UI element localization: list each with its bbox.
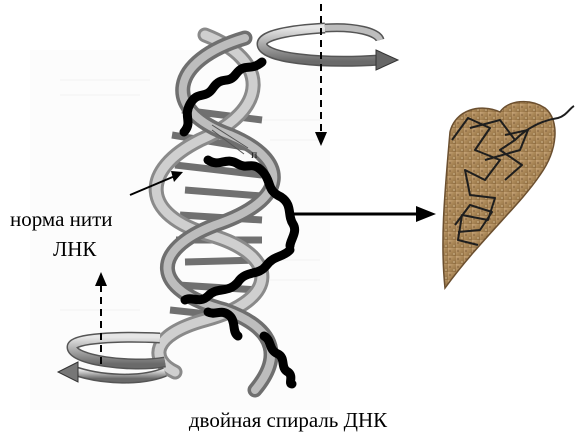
leaf-icon xyxy=(443,102,574,288)
strand-label-line1: норма нити xyxy=(10,207,113,231)
diagram-caption: двойная спираль ДНК xyxy=(0,408,576,432)
strand-marker: п xyxy=(251,147,258,161)
strand-label-line2: ЛНК xyxy=(53,237,96,261)
